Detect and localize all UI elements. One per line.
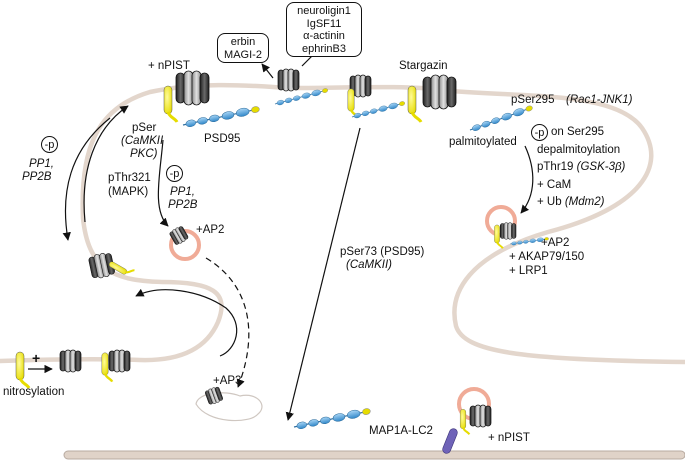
minus-p-right: -p (531, 124, 548, 141)
label-pp2b-mid: PP2B (168, 199, 198, 211)
label-plus-nitrosylation: + (32, 350, 41, 366)
label-nitrosylation: nitrosylation (3, 386, 65, 398)
label-cam: + CaM (537, 179, 572, 191)
label-ap3: +AP3 (213, 375, 242, 387)
stargazin-nitrosylation (14, 350, 31, 390)
psd95-top-left (181, 104, 261, 130)
ampa-receptor-top-center (277, 68, 300, 92)
label-psd95: PSD95 (204, 133, 241, 145)
ampa-receptor-bottom-1 (59, 349, 82, 373)
label-pthr19-text: pThr19 (537, 161, 574, 173)
ampa-receptor-vesicle-right (499, 222, 517, 240)
label-mapk: (MAPK) (108, 186, 148, 199)
stargazin-top-left (162, 84, 179, 124)
ap3-compartment (195, 392, 263, 422)
label-palmitoylated: palmitoylated (449, 136, 517, 148)
stargazin-top-right (406, 84, 423, 124)
psd95-bottom (292, 406, 372, 432)
label-on-ser295: on Ser295 (551, 126, 605, 138)
label-camkii: (CaMKII (121, 135, 164, 147)
label-gsk3b: (GSK-3β) (576, 161, 626, 173)
label-pthr321: pThr321 (108, 172, 151, 184)
label-mdm2: (Mdm2) (564, 196, 605, 208)
label-pp1-left: PP1, (29, 158, 54, 170)
label-stargazin: Stargazin (399, 60, 448, 72)
box-neuroligin1-line: neuroligin1 (297, 5, 351, 17)
label-npist-top: + nPIST (148, 60, 190, 72)
label-ub: + Ub (Mdm2) (537, 196, 604, 209)
label-rac1-jnk1: (Rac1-JNK1) (566, 94, 633, 106)
ampa-receptor-bottom-right (469, 404, 492, 428)
ampa-receptor-top-left (175, 70, 210, 106)
dendritic-shaft (63, 450, 685, 460)
label-pser295: pSer295 (511, 94, 555, 106)
ampa-receptor-bottom-2 (108, 349, 131, 373)
label-ub-text: + Ub (537, 196, 562, 208)
label-mapk-text: (MAPK) (108, 186, 149, 198)
label-npist-bottom: + nPIST (488, 432, 530, 444)
psd95-top-center-2 (350, 99, 406, 121)
label-pser73: pSer73 (PSD95) (340, 246, 425, 258)
psd95-top-right (468, 103, 534, 134)
label-camkii-ser73: (CaMKII) (346, 259, 392, 271)
label-lrp1: + LRP1 (509, 265, 548, 277)
ampa-receptor-ap3 (204, 385, 224, 406)
box-igsf11-line: IgSF11 (306, 17, 342, 30)
label-map1a-lc2: MAP1A-LC2 (369, 425, 433, 437)
label-ap2-left: +AP2 (196, 224, 225, 236)
box-ephrinb3-line: ephrinB3 (301, 42, 347, 55)
minus-p-mid: -p (166, 165, 183, 182)
map1a-lc2-rod (442, 428, 458, 454)
label-pthr19: pThr19 (GSK-3β) (537, 161, 625, 174)
minus-p-left: -p (41, 136, 58, 153)
stargazin-bottom-right (459, 408, 471, 436)
label-ap2-right: +AP2 (541, 237, 570, 249)
box-magi2-line: MAGI-2 (224, 48, 262, 61)
label-depalmitoylation: depalmitoylation (537, 144, 621, 156)
label-pser: pSer (132, 122, 157, 134)
box-erbin-magi2: erbin MAGI-2 (217, 33, 269, 63)
box-neuroligin-group: neuroligin1 IgSF11 α-actinin ephrinB3 (286, 2, 362, 57)
ampa-receptor-top-right (422, 74, 457, 110)
label-pkc: PKC) (130, 148, 158, 160)
box-alpha-actinin-line: α-actinin (303, 30, 345, 42)
label-pp1-mid: PP1, (170, 186, 195, 198)
box-erbin-line: erbin (230, 36, 256, 48)
label-pp2b-left: PP2B (22, 171, 52, 183)
label-akap: + AKAP79/150 (509, 251, 585, 263)
